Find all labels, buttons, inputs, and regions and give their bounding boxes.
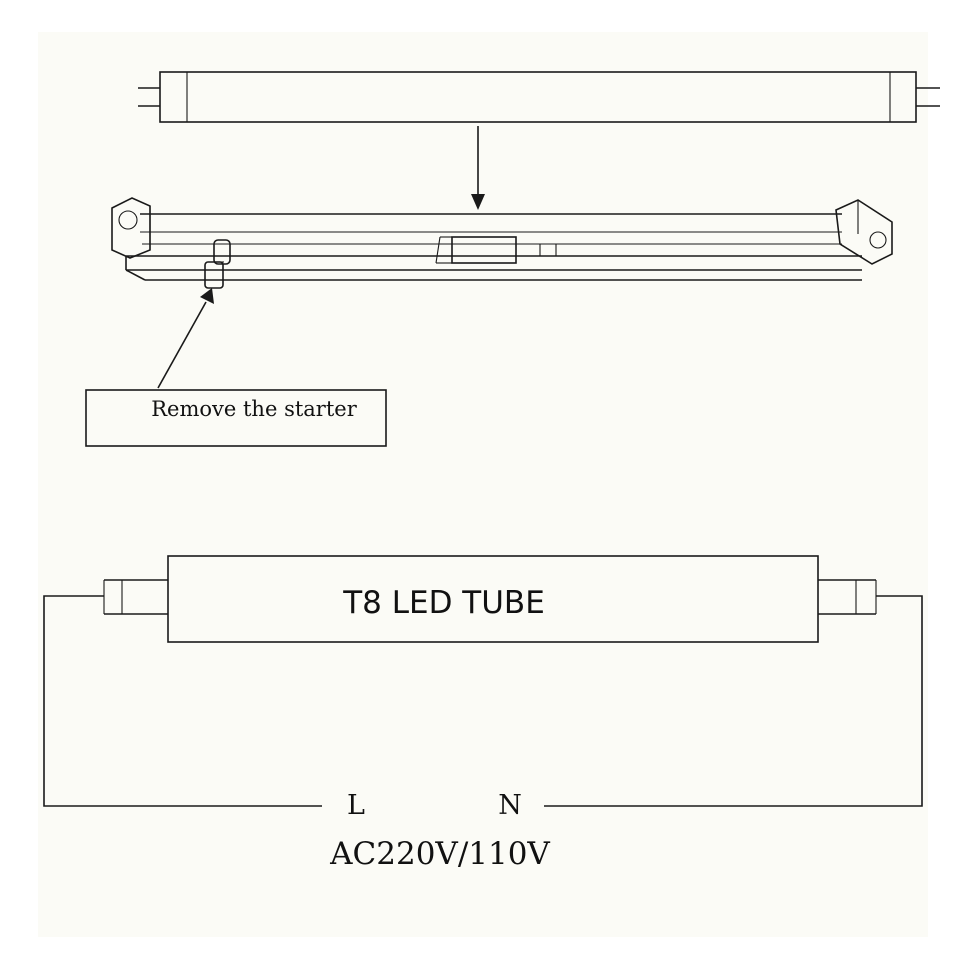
insert-arrow <box>471 126 485 210</box>
starter-callout: Remove the starter <box>85 389 387 447</box>
starter <box>204 239 231 289</box>
led-tube: T8 LED TUBE <box>103 555 877 643</box>
paper-background <box>38 32 928 937</box>
light-fixture <box>111 197 893 289</box>
starter-callout-arrow <box>157 288 214 389</box>
neutral-terminal-label: N <box>498 790 522 821</box>
wiring-loop <box>43 595 923 807</box>
live-terminal-label: L <box>347 790 365 821</box>
led-tube-label: T8 LED TUBE <box>342 585 545 621</box>
ballast-box <box>435 236 557 264</box>
voltage-label: AC220V/110V <box>329 836 550 872</box>
starter-callout-label: Remove the starter <box>151 397 357 421</box>
fluorescent-tube <box>138 71 940 123</box>
